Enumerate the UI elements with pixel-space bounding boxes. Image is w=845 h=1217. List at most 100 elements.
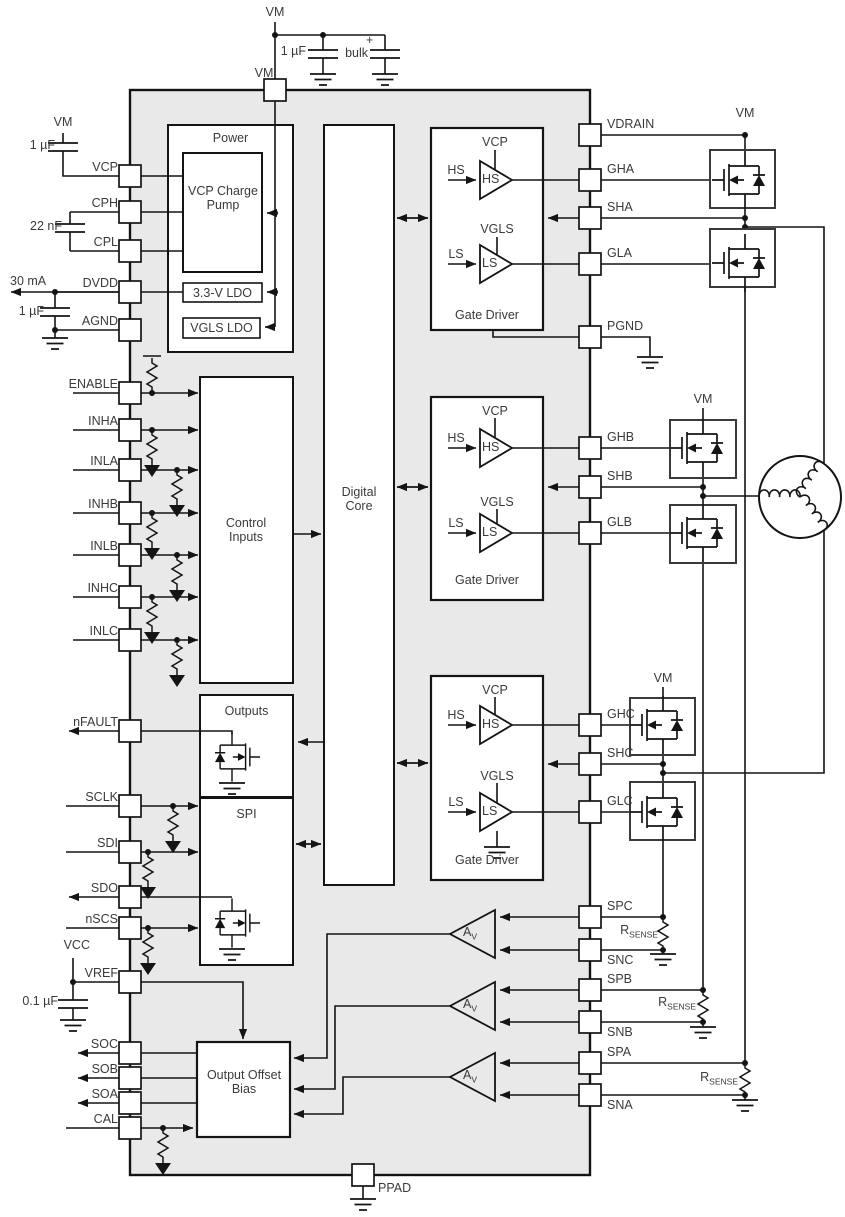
vgls-label-c: VGLS xyxy=(480,769,514,783)
hs-in-label-b: HS xyxy=(447,431,465,445)
power-title: Power xyxy=(212,131,249,145)
hs-amp-c xyxy=(479,704,514,746)
pin-label-gla: GLA xyxy=(607,246,633,260)
ground-symbol xyxy=(59,1019,87,1032)
pin-enable xyxy=(118,381,142,405)
ppad-ground xyxy=(349,1198,377,1211)
gate-driver-c-title: Gate Driver xyxy=(455,853,519,867)
pin-inlb xyxy=(118,543,142,567)
driver-amps xyxy=(479,159,514,833)
pin-label-inhc: INHC xyxy=(87,581,118,595)
gate-driver-b-block xyxy=(429,395,545,602)
wires-top-supply xyxy=(274,22,386,79)
pin-label-pgnd: PGND xyxy=(607,319,644,333)
ls-amp-a xyxy=(479,243,514,285)
pin-sob xyxy=(118,1066,142,1090)
output-offset-bias-title: Output Offset Bias xyxy=(206,1068,282,1097)
ground-symbol xyxy=(41,337,69,350)
pin-label-vcp: VCP xyxy=(92,160,118,174)
pin-label-sha: SHA xyxy=(607,200,633,214)
pin-nscs xyxy=(118,916,142,940)
rsense-b-label: RSENSE xyxy=(634,995,696,1012)
pin-inla xyxy=(118,458,142,482)
pin-gla xyxy=(578,252,602,276)
pin-nfault xyxy=(118,719,142,743)
digital-core-title: Digital Core xyxy=(341,485,377,514)
pin-shc xyxy=(578,752,602,776)
hs-in-label-a: HS xyxy=(447,163,465,177)
vm-pin-label: VM xyxy=(254,66,274,80)
motor-symbol xyxy=(758,455,842,539)
pin-spa xyxy=(578,1051,602,1075)
pin-vref xyxy=(118,970,142,994)
sense-amp-a xyxy=(448,1051,496,1103)
pin-label-inlc: INLC xyxy=(89,624,118,638)
pin-vcp xyxy=(118,164,142,188)
pin-inha xyxy=(118,418,142,442)
ls-in-label-a: LS xyxy=(448,247,464,261)
pin-label-snb: SNB xyxy=(607,1025,633,1039)
ground-symbol xyxy=(371,73,399,86)
ls-amp-label-b: LS xyxy=(482,525,498,539)
vm-phase-a-label: VM xyxy=(735,106,755,120)
pin-ghb xyxy=(578,436,602,460)
rsense-sub: SENSE xyxy=(709,1076,738,1087)
cap-1uf-vcp-label: 1 µF xyxy=(29,138,55,152)
rsense-b-ground xyxy=(689,1026,717,1039)
amp-gain-sub: V xyxy=(471,1003,477,1014)
pin-cph xyxy=(118,200,142,224)
pin-vm xyxy=(263,78,287,102)
pin-label-spc: SPC xyxy=(607,899,633,913)
vm-top-label: VM xyxy=(265,5,285,19)
rsense-c-resistor xyxy=(657,916,669,951)
vcc-label: VCC xyxy=(63,938,90,952)
pin-label-shb: SHB xyxy=(607,469,633,483)
bulk-cap xyxy=(369,49,401,59)
sense-amps xyxy=(448,908,496,1103)
ls-in-label-c: LS xyxy=(448,795,464,809)
rsense-a-ground xyxy=(731,1099,759,1112)
control-inputs-block xyxy=(199,376,294,684)
cap-1uf-top-label: 1 µF xyxy=(280,44,306,58)
sense-amp-b-label: AV xyxy=(456,997,484,1014)
pin-sna xyxy=(578,1083,602,1107)
pin-sdi xyxy=(118,840,142,864)
amp-gain-sub: V xyxy=(471,931,477,942)
pin-label-cal: CAL xyxy=(93,1112,118,1126)
bulk-plus-label: + xyxy=(366,33,374,47)
amp-c-to-bias xyxy=(293,933,450,1063)
pin-inhc xyxy=(118,585,142,609)
outputs-title: Outputs xyxy=(224,704,269,718)
ls-amp-c xyxy=(479,791,514,833)
pin-label-sob: SOB xyxy=(91,1062,118,1076)
pin-label-ppad: PPAD xyxy=(378,1181,412,1195)
vgls-ldo-title: VGLS LDO xyxy=(190,321,253,335)
pin-soa xyxy=(118,1091,142,1115)
sense-amp-a-label: AV xyxy=(456,1068,484,1085)
gate-driver-a-block xyxy=(429,126,545,332)
pin-label-soa: SOA xyxy=(91,1087,118,1101)
pin-label-cph: CPH xyxy=(91,196,118,210)
pin-cal xyxy=(118,1116,142,1140)
power-fets xyxy=(629,149,776,842)
output-offset-bias-block xyxy=(195,1040,292,1139)
pin-label-inlb: INLB xyxy=(90,539,118,553)
pin-label-vref: VREF xyxy=(84,966,118,980)
ls-amp-label-c: LS xyxy=(482,804,498,818)
charge-pump-block xyxy=(182,152,263,273)
pin-label-sclk: SCLK xyxy=(85,790,118,804)
amp-b-to-bias xyxy=(293,1005,450,1094)
sense-amp-b xyxy=(448,980,496,1032)
rsense-a-label: RSENSE xyxy=(676,1070,738,1087)
pin-sdo xyxy=(118,885,142,909)
pin-snc xyxy=(578,938,602,962)
ldo33-title: 3.3-V LDO xyxy=(192,286,253,300)
fet-box-a-low xyxy=(709,228,776,288)
pgnd-ground xyxy=(636,356,664,369)
pin-label-glc: GLC xyxy=(607,794,633,808)
pin-inlc xyxy=(118,628,142,652)
pin-label-spb: SPB xyxy=(607,972,633,986)
sense-amp-c xyxy=(448,908,496,960)
bypass-cap-1uf-top xyxy=(307,49,339,59)
pin-ghc xyxy=(578,713,602,737)
